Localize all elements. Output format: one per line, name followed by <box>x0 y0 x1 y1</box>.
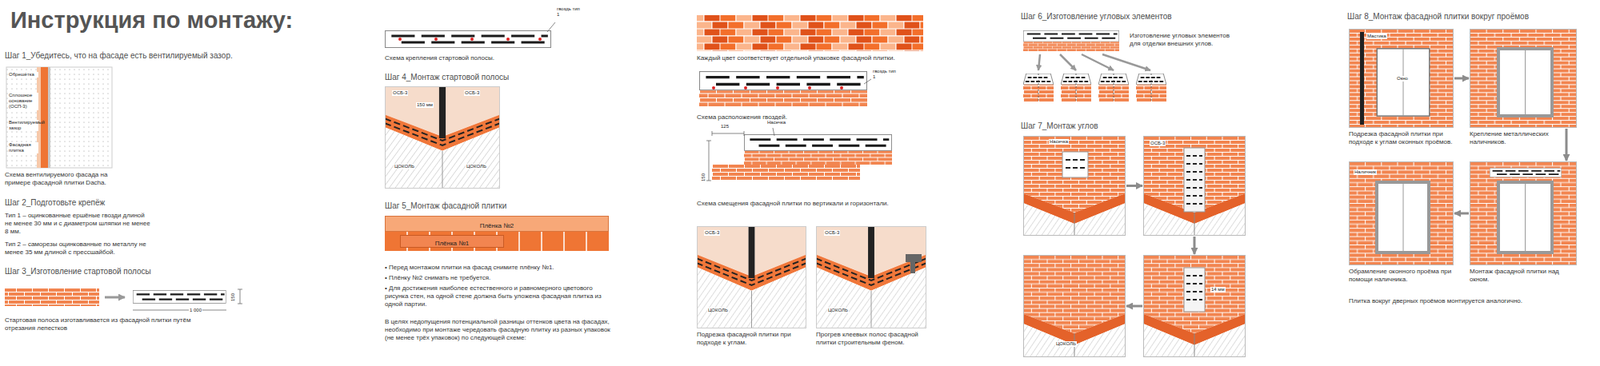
step-heading: Шаг 2_Подготовьте крепёж <box>4 198 105 209</box>
part-label: ОСБ-3 <box>1149 140 1166 147</box>
part-label: Окно <box>1396 76 1409 82</box>
step-panel: ОСБ-3 <box>1143 136 1246 236</box>
part-label: Насечка <box>1048 139 1069 145</box>
note-text: Схема вентилируемого фасада на примере ф… <box>4 171 125 188</box>
part-label: Сплошное основание (ОСП-3) <box>8 92 39 111</box>
window-figure <box>1348 28 1577 266</box>
part-label: 150 мм <box>416 102 434 108</box>
step-arrow <box>1126 184 1143 188</box>
note-text: Каждый цвет соответствует отдельной упак… <box>696 54 896 63</box>
band-text: Плёнка №1 <box>435 238 470 250</box>
step-arrow <box>1454 212 1469 216</box>
start-strip-figure <box>4 288 243 311</box>
page-title: Инструкция по монтажу: <box>10 8 293 34</box>
film-strip-figure <box>384 232 609 252</box>
panel-caption: Монтаж фасадной плитки над окном. <box>1469 268 1577 284</box>
step-panel: Подрезка фасадной плитки при подходе к у… <box>1348 28 1454 128</box>
film-band: Плёнка №1 <box>400 235 504 248</box>
corner-mounting-figure <box>1023 136 1246 358</box>
step-heading: Шаг 1_Убедитесь, что на фасаде есть вент… <box>4 51 233 62</box>
part-label: Мастика <box>1366 33 1388 40</box>
step-panel: Крепление металлических наличников. <box>1469 28 1577 128</box>
step-arrow <box>1565 128 1568 161</box>
step-panel: ЦОКОЛЬ <box>1023 255 1126 358</box>
panel-caption: Крепление металлических наличников. <box>1469 130 1556 147</box>
part-label: ЦОКОЛЬ <box>465 164 488 170</box>
note-text: • Перед монтажом плитки на фасад снимите… <box>384 264 617 272</box>
corner-cut-figure <box>696 226 927 329</box>
note-text: В целях недопущения потенциальной разниц… <box>384 318 621 343</box>
note-text: • Плёнку №2 снимать не требуется. <box>384 274 617 283</box>
start-strip-corner-figure <box>384 86 500 189</box>
part-label: Наличник <box>1353 169 1377 176</box>
part-label: ОСБ-3 <box>392 90 408 96</box>
step-heading: Шаг 4_Монтаж стартовой полосы <box>384 72 509 84</box>
step-heading: Шаг 6_Изготовление угловых элементов <box>1020 12 1172 23</box>
part-label: ЦОКОЛЬ <box>1055 341 1077 348</box>
step-panel: Насечка <box>1023 136 1126 236</box>
note-text: Подрезка фасадной плитки при подходе к у… <box>696 331 809 348</box>
panel-caption: Обрамление оконного проёма при помощи на… <box>1348 268 1453 284</box>
step-heading: Шаг 3_Изготовление стартовой полосы <box>4 267 152 278</box>
note-text: Стартовая полоса изготавливается из фаса… <box>4 316 209 333</box>
part-label: ОСБ-3 <box>824 230 840 236</box>
nail-scheme-figure <box>699 72 872 107</box>
step-arrow <box>1193 236 1196 255</box>
ventilated-facade-figure <box>6 67 112 168</box>
note-text: Прогрев клеевых полос фасадной плитки ст… <box>816 331 932 348</box>
band-text: Плёнка №2 <box>480 219 515 234</box>
part-label: 125 <box>720 124 730 130</box>
note-text: Тип 2 – саморезы оцинкованные по металлу… <box>4 240 153 257</box>
part-label: гвоздь тип 1 <box>556 6 584 18</box>
step-heading: Шаг 5_Монтаж фасадной плитки <box>384 201 507 212</box>
part-label: 150 <box>700 172 707 183</box>
note-text: Схема смещения фасадной плитки по вертик… <box>696 200 889 208</box>
step-panel: Обрамление оконного проёма при помощи на… <box>1348 161 1454 266</box>
note-text: Плитка вокруг дверных проёмов монтируетс… <box>1348 297 1589 306</box>
part-label: ЦОКОЛЬ <box>393 164 416 170</box>
step-panel: Монтаж фасадной плитки над окном. <box>1469 161 1577 266</box>
part-label: Фасадная плитка <box>8 142 39 154</box>
offset-scheme-figure <box>706 128 892 181</box>
film-band: Плёнка №2 <box>384 216 609 232</box>
note-text: • Для достижения наиболее естественного … <box>384 284 617 309</box>
part-label: ЦОКОЛЬ <box>707 308 729 314</box>
step-arrow <box>1454 77 1469 80</box>
note-text: Схема крепления стартовой полосы. <box>384 54 495 63</box>
part-label: Насечка <box>766 120 787 126</box>
step-heading: Шаг 7_Монтаж углов <box>1020 121 1099 132</box>
part-label: Вентилируемый зазор <box>8 120 39 132</box>
note-text: Изготовление угловых элементов для отдел… <box>1129 32 1242 48</box>
step-arrow <box>1126 305 1143 308</box>
part-label: гвоздь тип 1 <box>872 68 900 80</box>
part-label: ЦОКОЛЬ <box>827 308 849 314</box>
part-label: Обрешётка <box>8 72 39 78</box>
part-label: 1 000 <box>188 308 203 314</box>
color-mix-figure <box>696 15 924 52</box>
part-label: 14 мм <box>1210 287 1226 293</box>
step-panel: 14 мм <box>1143 255 1246 358</box>
part-label: ОСБ-3 <box>464 90 480 96</box>
part-label: ОСБ-3 <box>704 230 720 236</box>
note-text: Тип 1 – оцинкованные ершёные гвозди длин… <box>4 212 153 236</box>
part-label: 150 <box>230 292 236 303</box>
step-heading: Шаг 8_Монтаж фасадной плитки вокруг проё… <box>1347 12 1529 23</box>
panel-caption: Подрезка фасадной плитки при подходе к у… <box>1348 130 1453 147</box>
start-strip-nailing-figure <box>385 22 556 48</box>
